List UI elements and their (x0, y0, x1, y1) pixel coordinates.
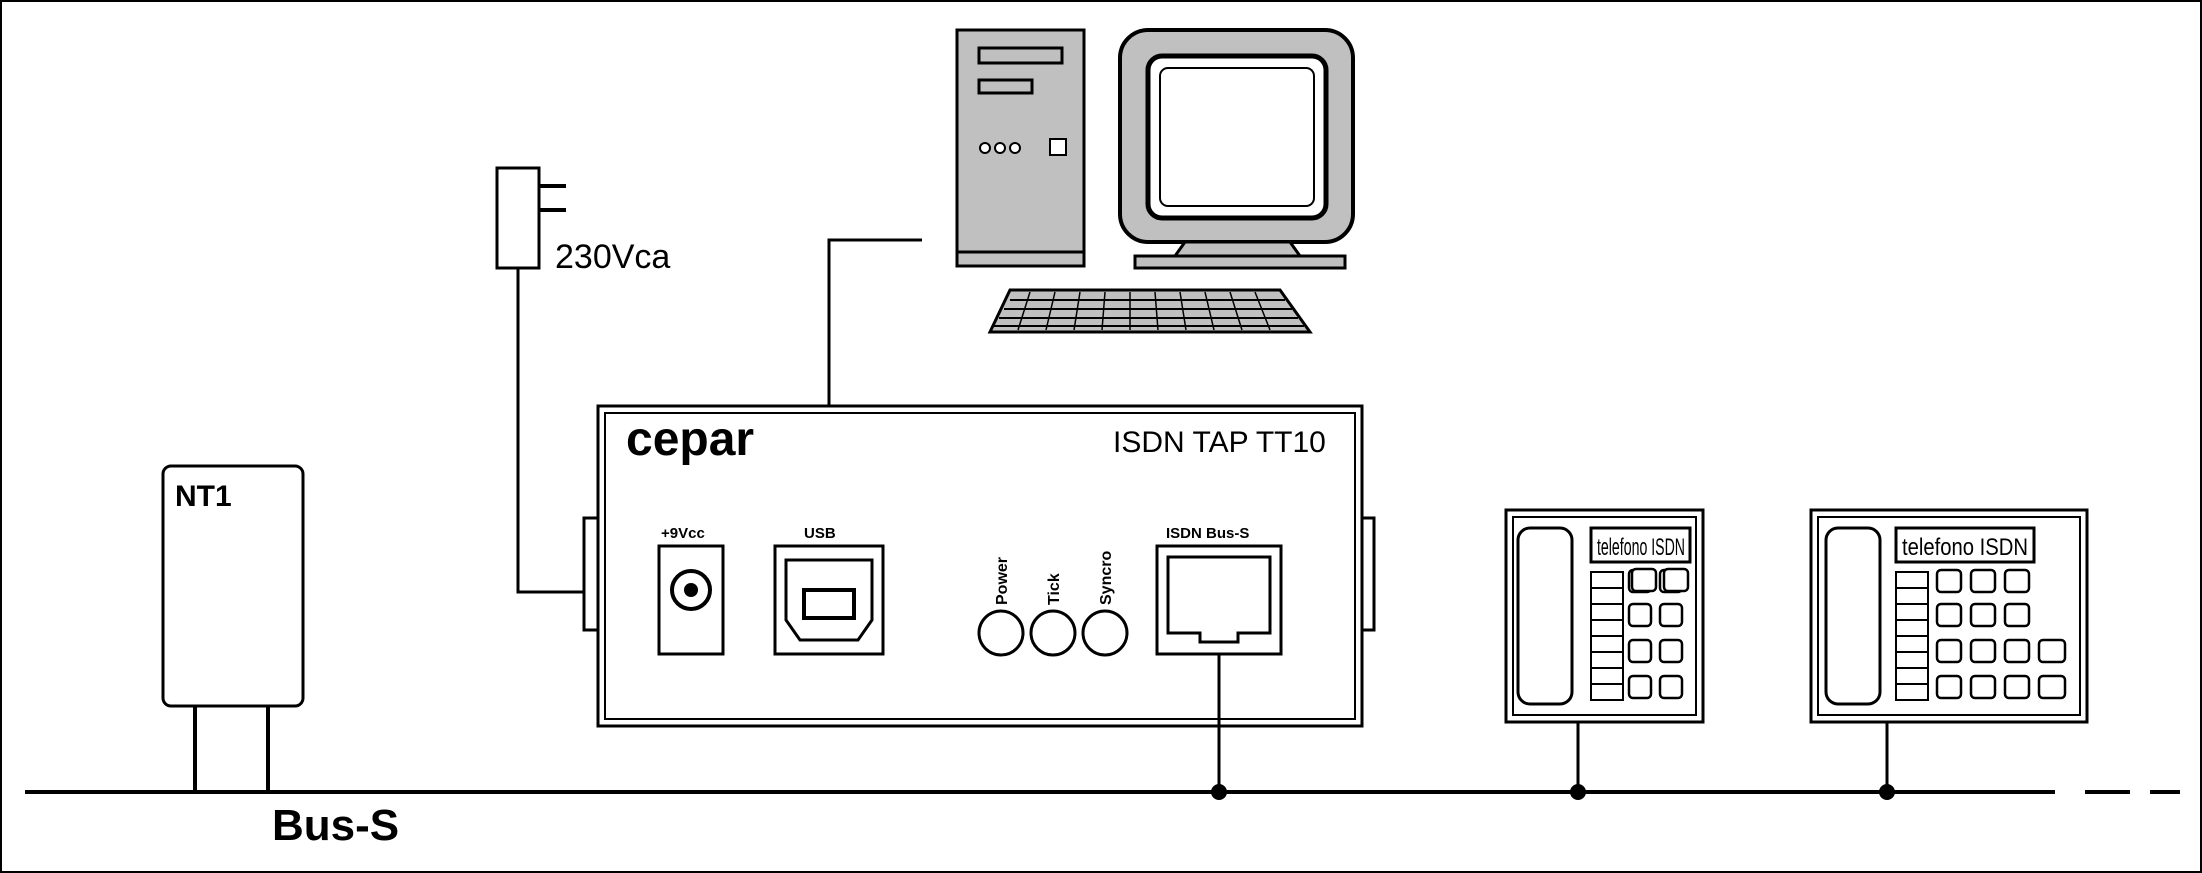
led-syncro (1081, 609, 1129, 657)
pc-keyboard (987, 288, 1313, 334)
led-tick (1029, 609, 1077, 657)
usb-port (773, 544, 885, 656)
pc-tower (955, 28, 1086, 268)
led-tick-label: Tick (1046, 573, 1063, 605)
phone-2-label: telefono ISDN (1902, 534, 2028, 561)
phone-1-label: telefono ISDN (1597, 534, 1685, 561)
port-isdn-label: ISDN Bus-S (1166, 525, 1249, 542)
isdn-phone-2: telefono ISDN (1809, 508, 2089, 724)
isdn-phone-1: telefono ISDN (1504, 508, 1705, 724)
port-usb-label: USB (804, 525, 836, 542)
isdn-tap-device: cepar ISDN TAP TT10 +9Vcc USB Power Tick… (582, 404, 1376, 728)
led-power-label: Power (994, 557, 1011, 605)
device-brand: cepar (626, 413, 754, 466)
bus-label: Bus-S (272, 801, 399, 850)
nt1-label: NT1 (175, 480, 232, 513)
adapter-voltage-label: 230Vca (555, 238, 670, 276)
power-port (657, 544, 725, 656)
computer (955, 28, 1355, 334)
led-syncro-label: Syncro (1098, 551, 1115, 605)
isdn-port (1155, 544, 1283, 656)
port-power-label: +9Vcc (661, 525, 705, 542)
device-model: ISDN TAP TT10 (1113, 426, 1326, 459)
nt1-unit: NT1 (161, 464, 305, 792)
pc-monitor (1118, 28, 1355, 270)
led-power (977, 609, 1025, 657)
